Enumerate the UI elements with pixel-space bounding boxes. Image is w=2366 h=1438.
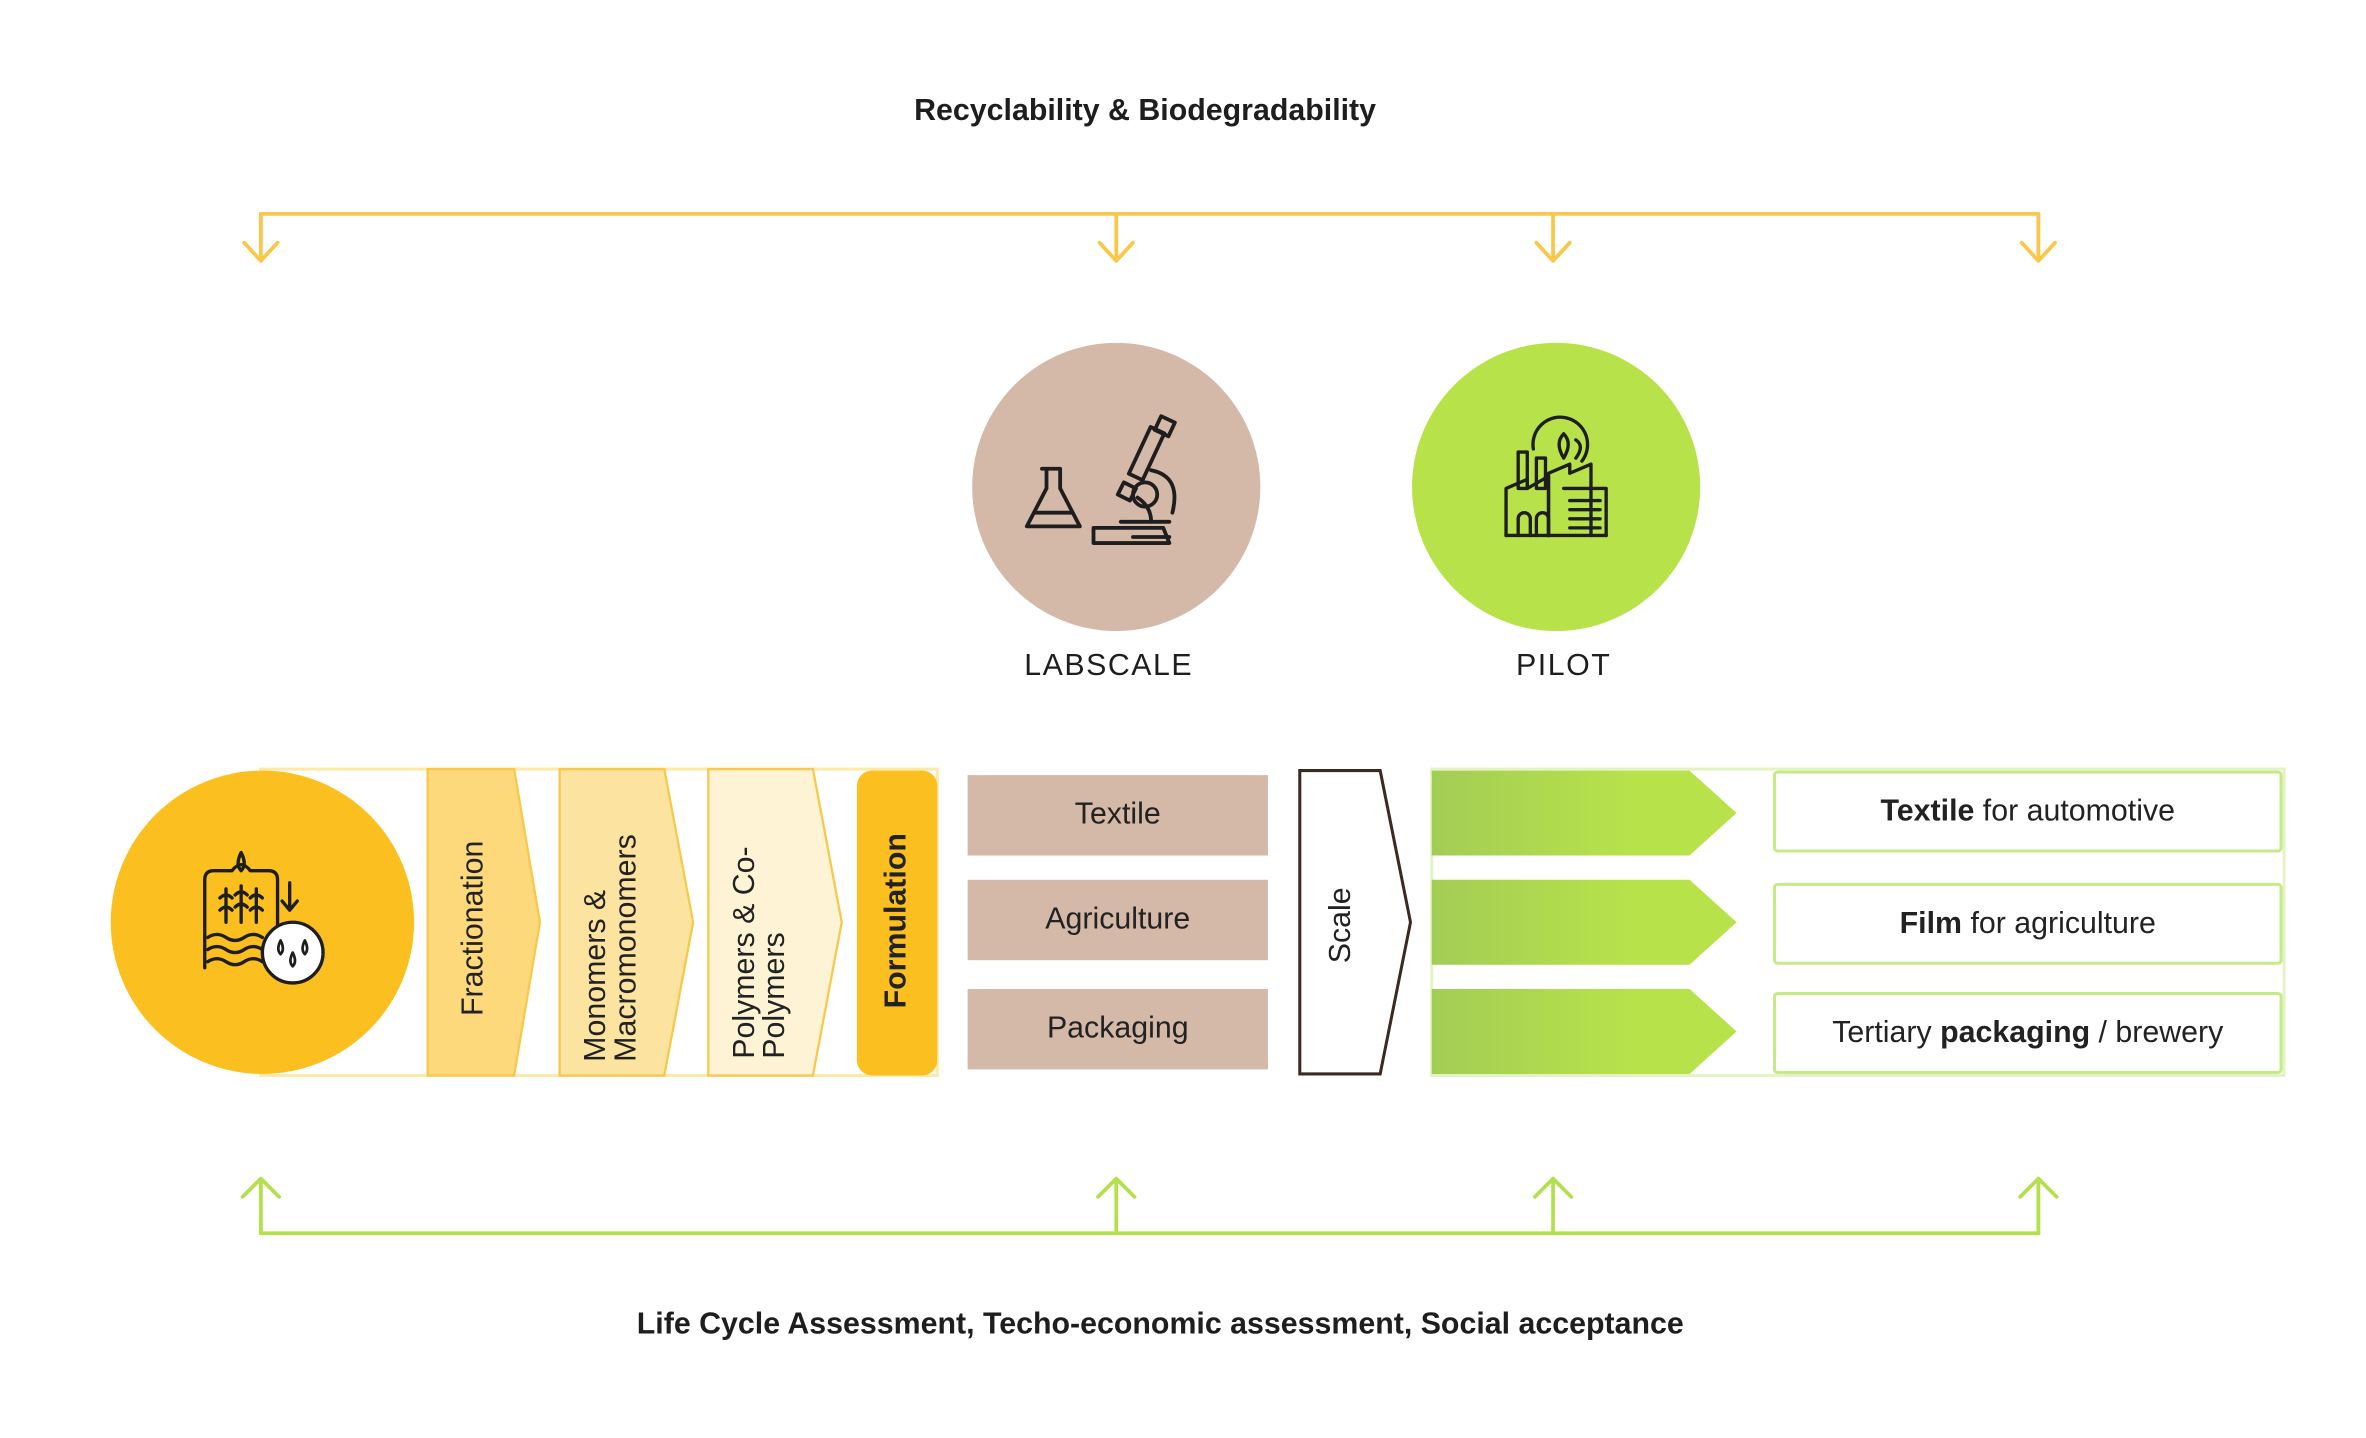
application-packaging: Packaging bbox=[967, 989, 1268, 1070]
biomass-source-circle bbox=[110, 770, 415, 1074]
bottom-up-arrows bbox=[240, 1176, 2059, 1236]
step-label-polymers: Polymers & Co-Polymers bbox=[728, 816, 792, 1059]
output-2-rest: for agriculture bbox=[1962, 906, 2156, 940]
microscope-flask-icon bbox=[1024, 414, 1177, 545]
scale-step-label: Scale bbox=[1324, 887, 1358, 964]
monomers-text: Monomers & Macromonomers bbox=[579, 834, 644, 1062]
top-assessment-label: Recyclability & Biodegradability bbox=[914, 94, 1377, 128]
output-3-pre: Tertiary bbox=[1832, 1015, 1941, 1049]
green-arrow-3 bbox=[1431, 989, 1737, 1074]
application-textile: Textile bbox=[967, 775, 1268, 856]
factory-leaf-icon bbox=[1504, 415, 1608, 538]
step-label-monomers: Monomers & Macromonomers bbox=[579, 789, 644, 1062]
step-chevron-fractionation bbox=[426, 767, 542, 1077]
output-tertiary-packaging: Tertiary packaging / brewery bbox=[1772, 992, 2283, 1074]
output-2-bold: Film bbox=[1899, 906, 1963, 940]
labscale-label: LABSCALE bbox=[1024, 649, 1194, 683]
green-arrow-1 bbox=[1431, 770, 1737, 856]
labscale-circle bbox=[972, 342, 1261, 632]
step-label-formulation: Formulation bbox=[879, 833, 914, 1009]
application-agriculture-label: Agriculture bbox=[1045, 902, 1191, 936]
scale-chevron bbox=[1298, 769, 1413, 1076]
pilot-circle bbox=[1412, 342, 1701, 632]
application-textile-label: Textile bbox=[1074, 797, 1161, 832]
biomass-water-icon bbox=[203, 850, 325, 985]
application-agriculture: Agriculture bbox=[967, 879, 1268, 961]
top-down-arrows bbox=[242, 211, 2057, 263]
output-3-bold: packaging bbox=[1940, 1015, 2091, 1049]
bottom-assessment-label: Life Cycle Assessment, Techo-economic as… bbox=[636, 1307, 1684, 1341]
polymers-text: Polymers & Co-Polymers bbox=[728, 846, 792, 1059]
output-3-rest: / brewery bbox=[2090, 1015, 2224, 1049]
output-textile-automotive: Textile for automotive bbox=[1772, 770, 2283, 853]
step-box-formulation bbox=[856, 770, 938, 1076]
step-chevron-polymers bbox=[707, 767, 843, 1077]
green-arrow-2 bbox=[1431, 879, 1737, 965]
pilot-label: PILOT bbox=[1516, 649, 1612, 683]
output-1-bold: Textile bbox=[1880, 794, 1975, 828]
step-label-fractionation: Fractionation bbox=[456, 840, 490, 1017]
application-packaging-label: Packaging bbox=[1046, 1011, 1189, 1046]
output-film-agriculture: Film for agriculture bbox=[1772, 882, 2283, 965]
output-1-rest: for automotive bbox=[1974, 794, 2176, 828]
step-chevron-monomers bbox=[558, 767, 695, 1077]
